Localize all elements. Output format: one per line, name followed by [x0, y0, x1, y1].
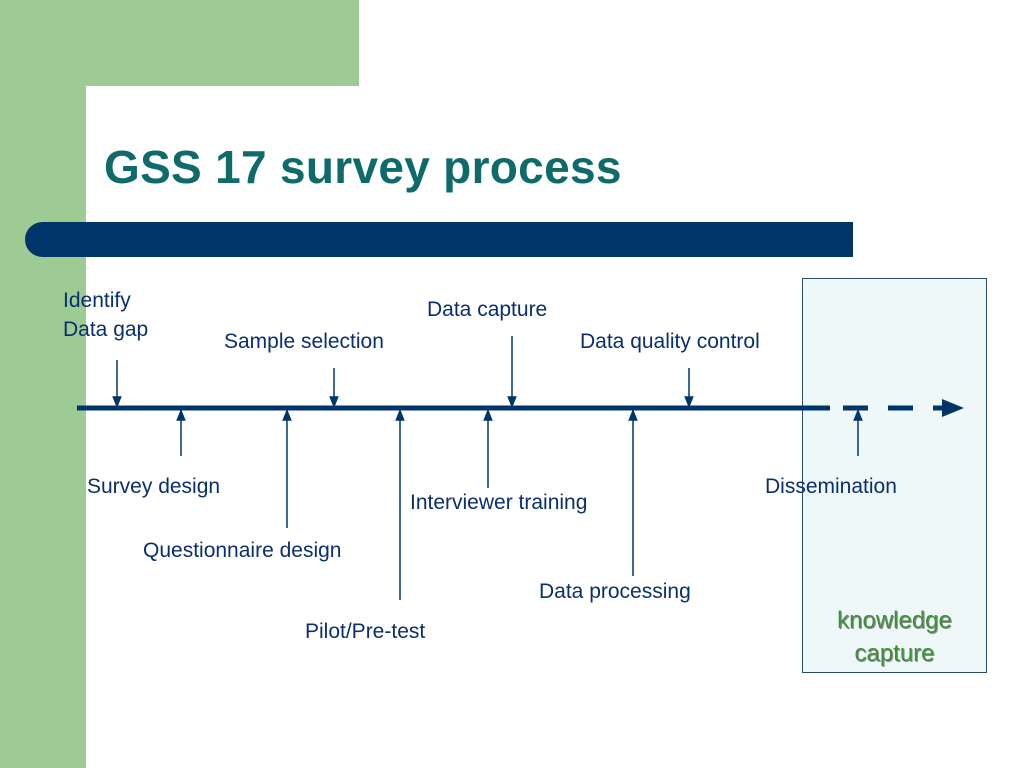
label-identify-data-gap: Identify Data gap [63, 286, 148, 344]
sidebar-decoration [0, 0, 86, 768]
label-questionnaire-design: Questionnaire design [143, 539, 342, 562]
label-data-capture: Data capture [427, 298, 548, 321]
label-data-quality-control: Data quality control [580, 330, 760, 353]
knowledge-line: knowledge [837, 607, 952, 634]
title-underline-bar [25, 222, 853, 257]
label-data-gap-line2: Data gap [63, 318, 149, 341]
knowledge-capture-label: knowledge capture [802, 604, 987, 670]
top-decoration [0, 0, 359, 86]
label-identify-line1: Identify [63, 289, 131, 312]
label-dissemination: Dissemination [765, 475, 897, 498]
label-data-processing: Data processing [539, 580, 691, 603]
label-interviewer-training: Interviewer training [410, 491, 588, 514]
label-sample-selection: Sample selection [224, 330, 384, 353]
capture-line: capture [854, 640, 935, 667]
label-pilot-pre-test: Pilot/Pre-test [305, 620, 426, 643]
timeline-dashed-extension [843, 399, 964, 417]
slide-title: GSS 17 survey process [104, 141, 622, 193]
knowledge-capture-box [802, 278, 987, 673]
label-survey-design: Survey design [87, 475, 221, 498]
